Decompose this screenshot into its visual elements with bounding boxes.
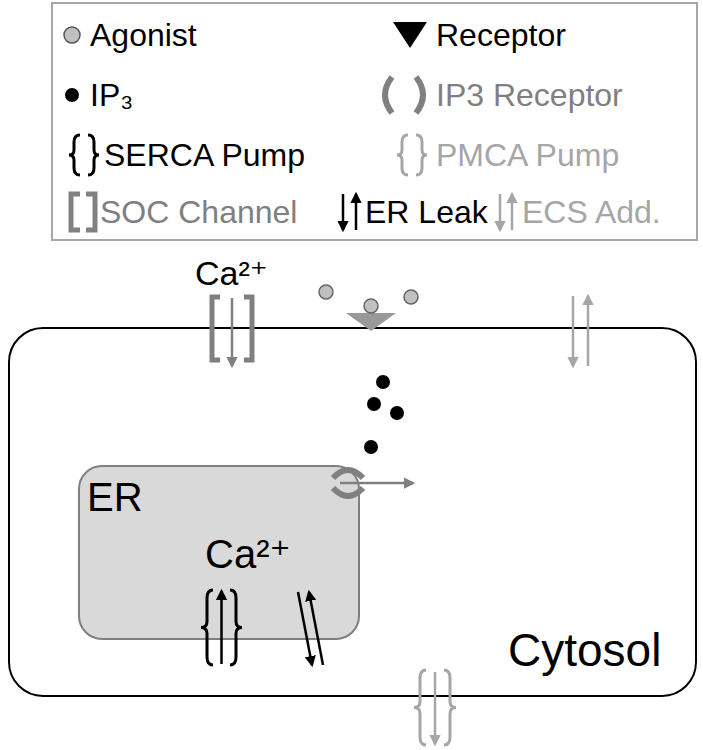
ip3-symbol	[65, 88, 79, 102]
pmca-flux	[434, 672, 437, 744]
receptor-symbol	[393, 22, 427, 48]
ip3-receptor-symbol	[416, 77, 423, 113]
er-compartment: ER Ca²⁺	[78, 465, 360, 640]
agonist	[319, 285, 333, 299]
legend-label: ECS Add.	[522, 193, 661, 231]
pmca-symbol	[416, 135, 427, 175]
ecs-symbol	[511, 194, 514, 230]
ecs-arrow	[572, 296, 575, 366]
ip3	[367, 397, 381, 411]
legend-label: SERCA Pump	[104, 136, 305, 174]
er-leak-symbol	[355, 194, 358, 230]
ip3-receptor-symbol	[385, 77, 392, 113]
ip3	[376, 375, 390, 389]
ecs-arrow	[587, 296, 590, 366]
compartment-label: Cytosol	[508, 624, 661, 677]
compartment-label: ER	[87, 474, 143, 520]
serca-symbol	[88, 135, 99, 175]
soc-flux-arrow	[231, 298, 234, 366]
cell: Cytosol ER Ca²⁺	[8, 327, 697, 697]
ecs-symbol	[499, 194, 502, 230]
legend-label: IP3 Receptor	[436, 76, 623, 114]
pmca-pump	[414, 670, 426, 745]
er-leak-symbol	[342, 194, 345, 230]
agonist	[364, 299, 378, 313]
legend-label: SOC Channel	[100, 193, 297, 231]
ion-label: Ca²⁺	[205, 531, 291, 577]
agonist-symbol	[64, 27, 80, 43]
agonist	[404, 290, 418, 304]
legend-label: PMCA Pump	[436, 136, 619, 174]
soc-symbol	[86, 194, 95, 230]
pmca-symbol	[397, 135, 408, 175]
ion-label: Ca²⁺	[195, 254, 268, 293]
ip3	[364, 440, 378, 454]
serca-symbol	[69, 135, 80, 175]
soc-symbol	[71, 194, 80, 230]
pmca-pump	[444, 670, 456, 745]
legend-frame	[52, 3, 697, 240]
legend-label: ER Leak	[365, 193, 488, 231]
ip3	[390, 406, 404, 420]
legend-label: IP₃	[90, 76, 133, 114]
legend-label: Agonist	[90, 16, 197, 54]
legend-label: Receptor	[436, 16, 566, 54]
